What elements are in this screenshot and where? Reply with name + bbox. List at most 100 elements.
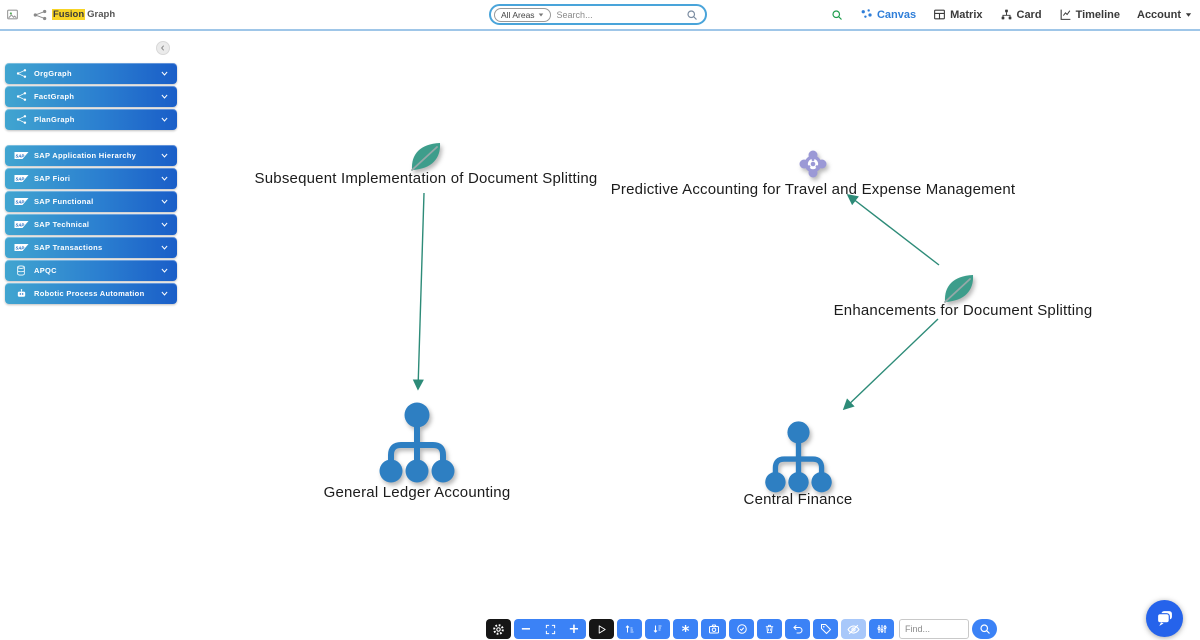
undo-button[interactable] <box>785 619 810 639</box>
nav-label: Card <box>1016 8 1042 21</box>
svg-text:SAP: SAP <box>15 245 24 250</box>
sidebar-item-factgraph[interactable]: FactGraph <box>5 86 177 107</box>
plus-icon: + <box>568 621 580 637</box>
timeline-icon <box>1059 8 1072 21</box>
svg-text:SAP: SAP <box>15 176 24 181</box>
find-search-button[interactable] <box>972 619 997 639</box>
search-input[interactable] <box>550 9 686 20</box>
sidebar-item-label: SAP Technical <box>34 220 90 229</box>
sap-icon: SAP <box>13 243 29 252</box>
zoom-out-button[interactable]: − <box>514 619 538 639</box>
gear-icon <box>492 623 505 636</box>
header-nav: Canvas Matrix Card Timeline Account <box>831 0 1192 29</box>
node-label-central-finance[interactable]: Central Finance <box>743 491 853 508</box>
caret-down-icon <box>1185 12 1192 18</box>
sidebar-item-plangraph[interactable]: PlanGraph <box>5 109 177 130</box>
chevron-left-icon <box>159 44 167 52</box>
zoom-in-button[interactable]: + <box>562 619 586 639</box>
fit-view-button[interactable] <box>538 619 562 639</box>
undo-icon <box>792 623 804 635</box>
find-input[interactable] <box>899 619 969 639</box>
chevron-down-icon[interactable] <box>160 69 169 78</box>
trash-icon <box>764 623 775 635</box>
nav-canvas[interactable]: Canvas <box>860 8 916 21</box>
node-label-subsequent-implementation[interactable]: Subsequent Implementation of Document Sp… <box>254 170 598 187</box>
svg-text:SAP: SAP <box>15 222 24 227</box>
global-search: All Areas <box>489 4 707 25</box>
module-icon[interactable] <box>799 150 827 178</box>
chevron-down-icon[interactable] <box>160 151 169 160</box>
orgchart-icon[interactable] <box>763 420 834 495</box>
chevron-down-icon[interactable] <box>160 197 169 206</box>
nav-card[interactable]: Card <box>1000 8 1042 21</box>
check-button[interactable] <box>729 619 754 639</box>
sidebar-item-sap-transactions[interactable]: SAP SAP Transactions <box>5 237 177 258</box>
sidebar-item-label: SAP Functional <box>34 197 94 206</box>
node-label-general-ledger-accounting[interactable]: General Ledger Accounting <box>323 484 511 501</box>
app-logo[interactable]: Fusion Graph <box>33 9 115 21</box>
sidebar-item-label: SAP Fiori <box>34 174 71 183</box>
sidebar-item-label: Robotic Process Automation <box>34 289 145 298</box>
sort-descending-button[interactable] <box>645 619 670 639</box>
logo-text-fusion: Fusion <box>52 9 86 20</box>
chat-button[interactable] <box>1146 600 1183 637</box>
chevron-down-icon[interactable] <box>160 115 169 124</box>
nav-matrix[interactable]: Matrix <box>933 8 983 21</box>
nav-label: Matrix <box>950 8 983 21</box>
top-bar: Fusion Graph All Areas Canvas Matrix Card T… <box>0 0 1200 31</box>
play-button[interactable] <box>589 619 614 639</box>
sidebar-item-sap-technical[interactable]: SAP SAP Technical <box>5 214 177 235</box>
toolbar-button-group: −+ <box>514 619 586 639</box>
sidebar-item-orggraph[interactable]: OrgGraph <box>5 63 177 84</box>
sort-ascending-button[interactable] <box>617 619 642 639</box>
asterisk-button[interactable]: * <box>673 619 698 639</box>
chevron-down-icon[interactable] <box>160 92 169 101</box>
chevron-down-icon[interactable] <box>160 289 169 298</box>
sidebar-item-sap-functional[interactable]: SAP SAP Functional <box>5 191 177 212</box>
play-icon <box>596 624 607 635</box>
fusiongraph-logo-icon <box>33 9 47 21</box>
sidebar-item-apqc[interactable]: APQC <box>5 260 177 281</box>
node-label-enhancements[interactable]: Enhancements for Document Splitting <box>833 302 1093 319</box>
svg-text:SAP: SAP <box>15 153 24 158</box>
check-circle-icon <box>736 623 748 635</box>
delete-button[interactable] <box>757 619 782 639</box>
sliders-icon <box>876 623 888 635</box>
hide-button[interactable] <box>841 619 866 639</box>
minus-icon: − <box>520 621 532 637</box>
sort-ascending-icon <box>624 623 636 635</box>
nav-account[interactable]: Account <box>1137 9 1192 21</box>
network-icon <box>13 68 29 79</box>
nav-timeline[interactable]: Timeline <box>1059 8 1120 21</box>
orgchart-icon[interactable] <box>377 401 457 485</box>
sidebar-collapse-button[interactable] <box>156 41 170 55</box>
sidebar-item-sap-fiori[interactable]: SAP SAP Fiori <box>5 168 177 189</box>
chevron-down-icon[interactable] <box>160 174 169 183</box>
chat-bubble-icon <box>1154 608 1175 629</box>
sap-icon: SAP <box>13 197 29 206</box>
magnifier-icon <box>979 623 991 635</box>
chevron-down-icon[interactable] <box>160 266 169 275</box>
leaf-icon[interactable] <box>941 272 977 306</box>
sidebar-item-robotic-process-automation[interactable]: Robotic Process Automation <box>5 283 177 304</box>
asterisk-icon: * <box>681 621 690 640</box>
snapshot-button[interactable] <box>701 619 726 639</box>
chevron-down-icon[interactable] <box>160 243 169 252</box>
sidebar-item-label: OrgGraph <box>34 69 72 78</box>
nav-search[interactable] <box>831 9 843 21</box>
filters-button[interactable] <box>869 619 894 639</box>
search-scope-dropdown[interactable]: All Areas <box>494 7 551 22</box>
node-label-predictive-accounting[interactable]: Predictive Accounting for Travel and Exp… <box>610 181 1016 198</box>
chevron-down-icon[interactable] <box>160 220 169 229</box>
leaf-icon[interactable] <box>408 140 444 174</box>
sidebar-item-label: SAP Transactions <box>34 243 103 252</box>
tag-button[interactable] <box>813 619 838 639</box>
sap-icon: SAP <box>13 220 29 229</box>
robot-icon <box>13 288 29 299</box>
settings-button[interactable] <box>486 619 511 639</box>
